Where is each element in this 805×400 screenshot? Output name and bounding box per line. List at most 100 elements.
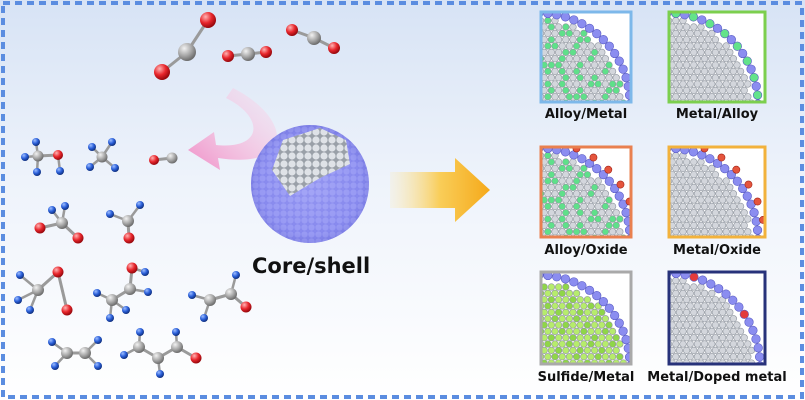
core-atom [551, 42, 559, 50]
core-atom [587, 315, 595, 323]
core-atom [700, 228, 709, 236]
core-atom [697, 321, 705, 329]
formic-acid-molecule-icon [34, 202, 84, 244]
shell-atom [577, 281, 587, 291]
core-atom [715, 215, 723, 223]
panel-label: Metal/Doped metal [647, 370, 787, 385]
core-atom [715, 302, 723, 310]
core-atom [715, 340, 723, 348]
core-atom [547, 36, 556, 44]
core-atom [708, 55, 716, 63]
core-atom [576, 196, 584, 204]
core-atom [572, 190, 581, 198]
core-atom [729, 202, 738, 210]
core-atom [569, 61, 577, 69]
shell-atom [739, 309, 749, 319]
bond [56, 271, 69, 311]
core-atom [715, 190, 723, 198]
core-atom [700, 164, 709, 172]
core-atom [669, 346, 676, 354]
oxygen-atom [123, 232, 135, 244]
core-atom [722, 302, 730, 310]
core-atom [544, 152, 552, 160]
core-atom [722, 215, 730, 223]
oxygen-atom [154, 64, 170, 80]
core-atom [612, 86, 620, 94]
core-atom [697, 209, 705, 217]
core-atom [744, 353, 752, 361]
hydrogen-atom [21, 153, 29, 161]
core-atom [590, 183, 599, 191]
core-atom [679, 67, 687, 75]
core-atom [583, 209, 592, 217]
core-atom [558, 340, 566, 348]
core-atom [722, 42, 730, 50]
core-atom [562, 346, 570, 354]
core-atom [598, 183, 606, 191]
core-atom [551, 289, 559, 297]
core-atom [583, 36, 592, 44]
core-atom [700, 327, 709, 335]
core-atom [672, 93, 680, 101]
core-atom [554, 308, 563, 316]
core-atom [590, 308, 599, 316]
hydrogen-atom [106, 314, 114, 322]
core-atom [601, 327, 610, 335]
core-atom [711, 308, 720, 316]
hydrogen-atom [136, 201, 144, 209]
core-atom [722, 327, 730, 335]
core-atom [616, 93, 624, 101]
shell-atom [592, 29, 602, 39]
hydrogen-atom [156, 370, 164, 378]
core-atom [601, 340, 610, 348]
core-atom [590, 48, 599, 56]
core-atom [572, 315, 581, 323]
oxygen-atom [260, 46, 272, 58]
shell-atom [752, 225, 763, 235]
molecule-field [14, 12, 340, 378]
shell-atom [577, 154, 587, 164]
core-atom [565, 55, 574, 63]
hydrogen-atom [200, 314, 208, 322]
core-atom [679, 202, 687, 210]
propanol-molecule-icon [93, 262, 152, 322]
core-atom [682, 74, 691, 82]
core-atom [544, 93, 552, 101]
core-atom [726, 196, 734, 204]
core-atom [682, 221, 691, 229]
hydrogen-atom [93, 289, 101, 297]
core-atom [700, 289, 709, 297]
core-atom [682, 86, 691, 94]
core-atom [572, 340, 581, 348]
core-atom [740, 221, 748, 229]
core-atom [736, 327, 745, 335]
core-atom [693, 327, 702, 335]
core-atom [580, 302, 588, 310]
core-atom [690, 283, 698, 291]
core-atom [576, 48, 584, 56]
core-atom [669, 221, 676, 229]
core-atom [590, 209, 599, 217]
core-atom [726, 346, 734, 354]
core-atom [590, 86, 599, 94]
core-atom [558, 228, 566, 236]
hydrogen-atom [108, 138, 116, 146]
core-atom [590, 321, 599, 329]
core-atom [608, 202, 617, 210]
core-atom [598, 346, 606, 354]
core-atom [740, 209, 748, 217]
shell-atom [604, 41, 614, 51]
core-atom [726, 308, 734, 316]
core-atom [718, 74, 727, 82]
core-atom [583, 183, 592, 191]
shell-atom [688, 12, 699, 22]
core-atom [544, 55, 552, 63]
core-atom [547, 321, 556, 329]
core-atom [686, 302, 694, 310]
core-atom [601, 190, 610, 198]
core-atom [690, 171, 698, 179]
core-atom [598, 334, 606, 342]
core-atom [693, 215, 702, 223]
core-atom [729, 315, 738, 323]
core-atom [576, 209, 584, 217]
